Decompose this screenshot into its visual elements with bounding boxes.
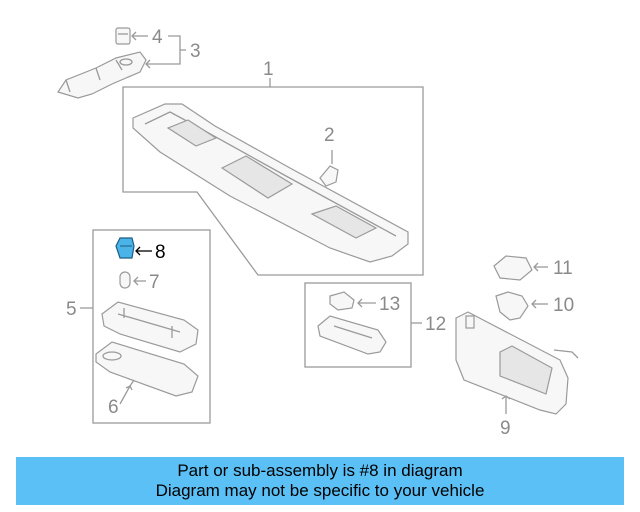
callout-8: 8: [155, 242, 166, 263]
part-5-lamp-housing: [101, 301, 199, 353]
part-8-highlighted: [115, 237, 152, 259]
part-12-group-box: [304, 282, 422, 368]
callout-2: 2: [324, 125, 335, 146]
part-5-group-box: [80, 229, 211, 424]
part-6-lens: [95, 341, 199, 405]
callout-3: 3: [190, 41, 201, 62]
callout-5: 5: [66, 299, 77, 320]
part-9-sun-visor: [455, 311, 579, 415]
callout-6: 6: [108, 397, 119, 418]
callout-12: 12: [425, 314, 446, 335]
part-7-bulb: [119, 271, 146, 289]
part-13-bulb: [329, 291, 376, 311]
banner-line-2: Diagram may not be specific to your vehi…: [155, 481, 485, 500]
part-11-clip-cover: [493, 255, 548, 281]
part-2-clip: [319, 150, 339, 187]
callout-4: 4: [152, 27, 163, 48]
part-3-bracket: [57, 51, 147, 99]
callout-1: 1: [263, 59, 274, 80]
callout-10: 10: [553, 295, 574, 316]
info-banner: Part or sub-assembly is #8 in diagram Di…: [16, 457, 624, 505]
callout-7: 7: [149, 272, 160, 293]
callout-13: 13: [379, 294, 400, 315]
part-1-rear-trim-panel: [132, 103, 409, 263]
callout-9: 9: [500, 418, 511, 439]
part-1-group-box: [122, 78, 424, 276]
part-4-clip: [115, 27, 131, 45]
leader-4: [131, 31, 186, 69]
parts-diagram: 4 3 1 2 5 8 7: [57, 27, 579, 439]
callout-11: 11: [553, 258, 573, 279]
banner-line-1: Part or sub-assembly is #8 in diagram: [177, 461, 463, 480]
part-12-lamp: [317, 315, 387, 355]
part-10-holder: [495, 291, 548, 321]
